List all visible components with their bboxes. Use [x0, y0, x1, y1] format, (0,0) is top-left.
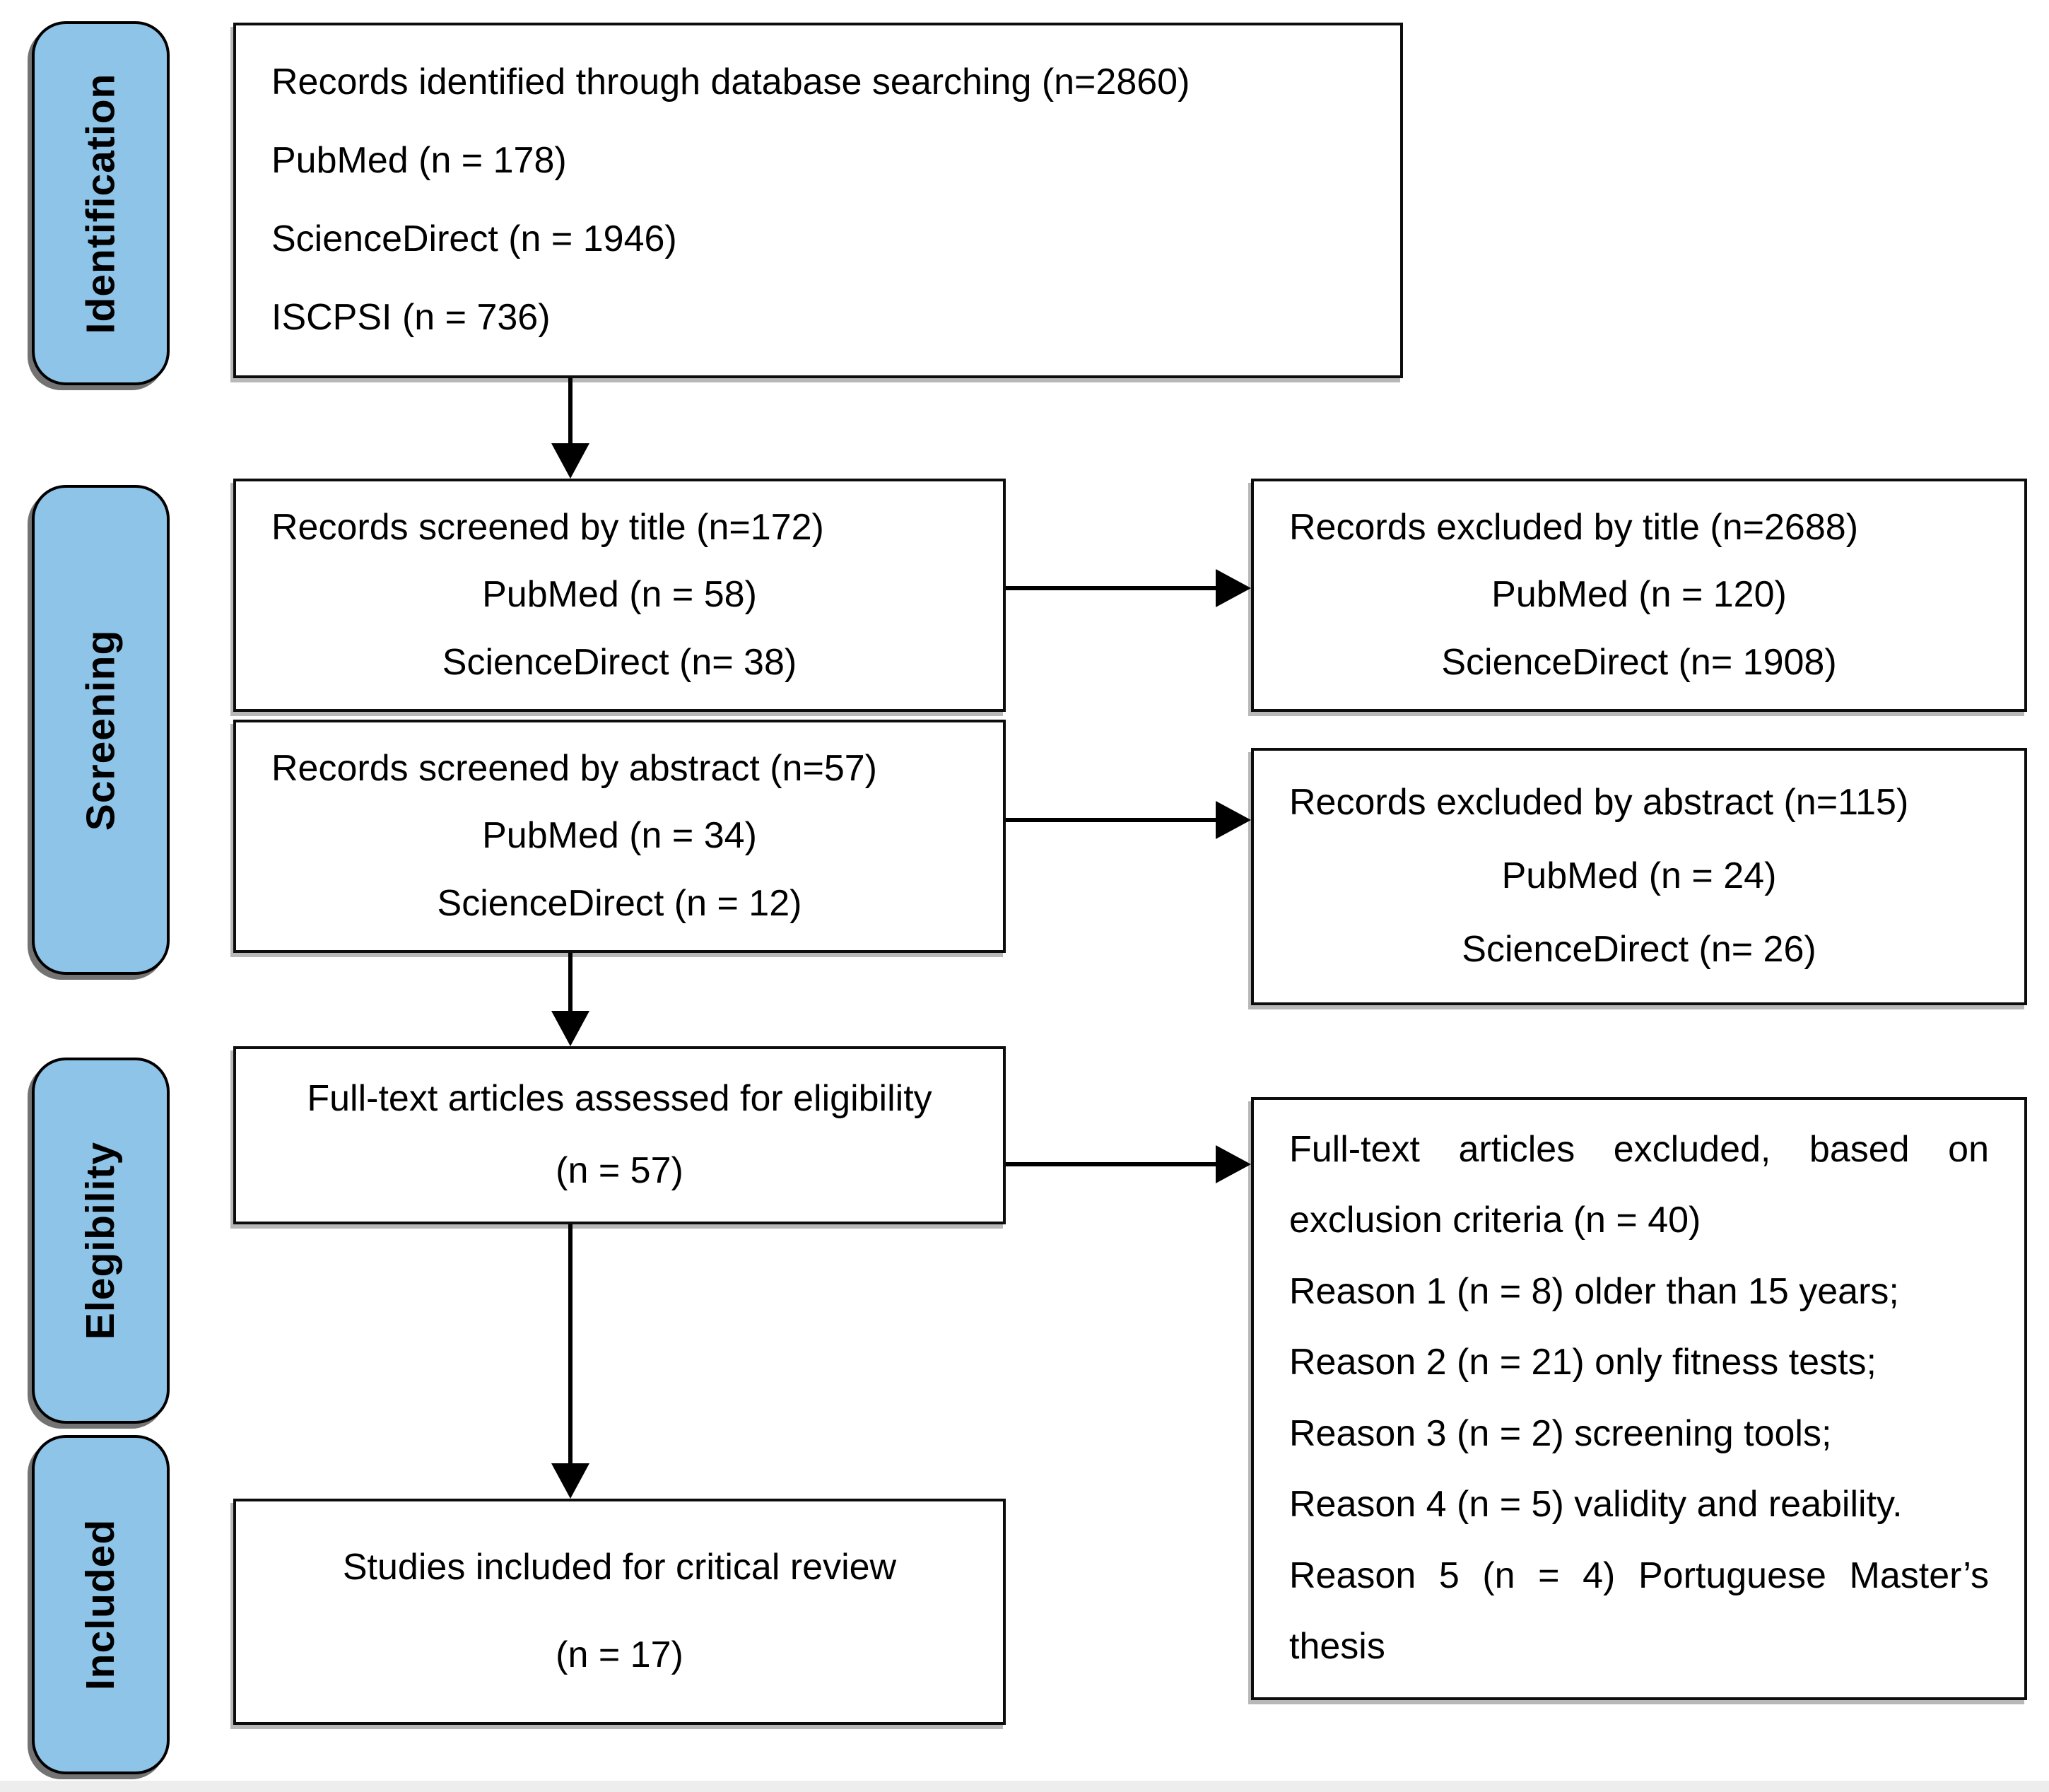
arrow-line: [1006, 1162, 1218, 1166]
arrowhead-right-icon: [1216, 569, 1251, 607]
arrow-line: [568, 378, 573, 446]
text-line: exclusion criteria (n = 40): [1289, 1200, 1701, 1241]
arrowhead-down-icon: [551, 443, 589, 479]
arrow-line: [1006, 818, 1218, 822]
stage-label-included: Included: [78, 1518, 124, 1691]
stage-eligibility: Elegibility: [32, 1058, 170, 1424]
arrowhead-down-icon: [551, 1011, 589, 1046]
box-excluded-by-title: Records excluded by title (n=2688) PubMe…: [1251, 479, 2027, 712]
text-line: (n = 17): [556, 1634, 683, 1676]
box-excluded-by-abstract: Records excluded by abstract (n=115) Pub…: [1251, 748, 2027, 1005]
box-records-identified: Records identified through database sear…: [233, 23, 1403, 378]
text-line: Records identified through database sear…: [271, 62, 1190, 103]
arrow-line: [568, 953, 573, 1014]
stage-identification: Identification: [32, 21, 170, 385]
text-line: PubMed (n = 34): [482, 815, 757, 857]
stage-label-identification: Identification: [78, 73, 124, 334]
stage-label-eligibility: Elegibility: [78, 1141, 124, 1340]
arrowhead-down-icon: [551, 1463, 589, 1499]
text-line: Records excluded by abstract (n=115): [1289, 782, 1909, 824]
text-line: (n = 57): [556, 1149, 683, 1191]
text-line: ScienceDirect (n = 1946): [271, 218, 677, 260]
arrow-line: [568, 1224, 573, 1466]
stage-label-screening: Screening: [78, 629, 124, 831]
box-screened-by-abstract: Records screened by abstract (n=57) PubM…: [233, 720, 1006, 953]
text-line: ISCPSI (n = 736): [271, 297, 551, 339]
text-line: Records screened by abstract (n=57): [271, 747, 877, 789]
text-line: Reason 2 (n = 21) only fitness tests;: [1289, 1342, 1877, 1383]
text-line: Full-text articles assessed for eligibil…: [307, 1078, 932, 1120]
text-line: Records excluded by title (n=2688): [1289, 506, 1859, 548]
arrowhead-right-icon: [1216, 1145, 1251, 1183]
text-line: Reason 1 (n = 8) older than 15 years;: [1289, 1270, 1899, 1312]
text-line: Records screened by title (n=172): [271, 506, 824, 548]
text-line: thesis: [1289, 1626, 1385, 1668]
stage-included: Included: [32, 1435, 170, 1774]
box-studies-included: Studies included for critical review (n …: [233, 1499, 1006, 1725]
box-fulltext-excluded: Full-text articles excluded, based on ex…: [1251, 1097, 2027, 1700]
text-line: Reason 5 (n = 4) Portuguese Master’s: [1289, 1554, 1989, 1596]
text-line: ScienceDirect (n= 26): [1462, 929, 1816, 971]
box-screened-by-title: Records screened by title (n=172) PubMed…: [233, 479, 1006, 712]
text-line: ScienceDirect (n= 38): [442, 641, 797, 683]
text-line: ScienceDirect (n= 1908): [1441, 641, 1837, 683]
text-line: PubMed (n = 120): [1491, 574, 1787, 616]
text-line: Studies included for critical review: [342, 1547, 897, 1588]
text-line: PubMed (n = 178): [271, 140, 567, 182]
text-line: Reason 3 (n = 2) screening tools;: [1289, 1412, 1832, 1454]
arrow-line: [1006, 586, 1218, 590]
page-bottom-strip: [0, 1781, 2049, 1792]
arrowhead-right-icon: [1216, 801, 1251, 839]
text-line: Full-text articles excluded, based on: [1289, 1128, 1989, 1170]
stage-screening: Screening: [32, 485, 170, 975]
box-fulltext-assessed: Full-text articles assessed for eligibil…: [233, 1046, 1006, 1224]
text-line: Reason 4 (n = 5) validity and reability.: [1289, 1484, 1903, 1525]
text-line: PubMed (n = 24): [1501, 855, 1777, 897]
text-line: PubMed (n = 58): [482, 574, 757, 616]
text-line: ScienceDirect (n = 12): [437, 882, 802, 924]
